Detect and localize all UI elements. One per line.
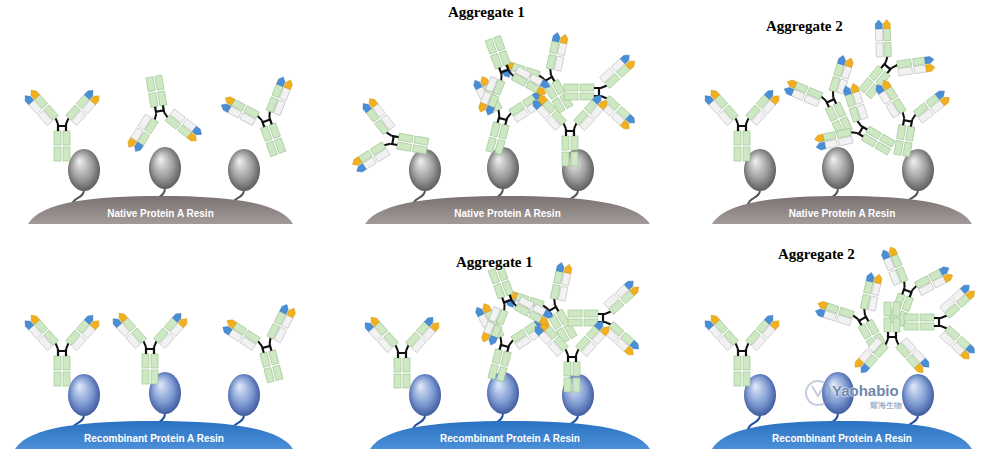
resin-band: Native Protein A Resin xyxy=(28,196,293,224)
aggregate-title: Aggregate 2 xyxy=(766,18,843,35)
watermark: 耀海生物 xyxy=(870,400,902,411)
resin-label: Native Protein A Resin xyxy=(789,208,896,224)
watermark-logo xyxy=(806,381,830,405)
resin-label: Recombinant Protein A Resin xyxy=(440,433,580,449)
resin-outline xyxy=(712,196,972,224)
resin-label: Recombinant Protein A Resin xyxy=(84,433,224,449)
antibody xyxy=(23,242,977,392)
watermark: Yaohabio xyxy=(832,382,899,399)
aggregate-title: Aggregate 1 xyxy=(456,254,533,271)
resin-outline xyxy=(15,421,293,449)
aggregate-title: Aggregate 1 xyxy=(448,4,525,21)
resin-band: Recombinant Protein A Resin xyxy=(712,421,972,449)
resin-label: Native Protein A Resin xyxy=(107,208,214,224)
resin-outline xyxy=(712,421,972,449)
resin-band: Native Protein A Resin xyxy=(365,196,650,224)
antibody xyxy=(23,12,954,185)
resin-band: Native Protein A Resin xyxy=(712,196,972,224)
aggregate-title: Aggregate 2 xyxy=(778,246,855,263)
resin-label: Native Protein A Resin xyxy=(454,208,561,224)
resin-outline xyxy=(28,196,293,224)
resin-band: Recombinant Protein A Resin xyxy=(370,421,650,449)
resin-band: Recombinant Protein A Resin xyxy=(15,421,293,449)
resin-label: Recombinant Protein A Resin xyxy=(772,433,912,449)
resin-outline xyxy=(370,421,650,449)
resin-outline xyxy=(365,196,650,224)
